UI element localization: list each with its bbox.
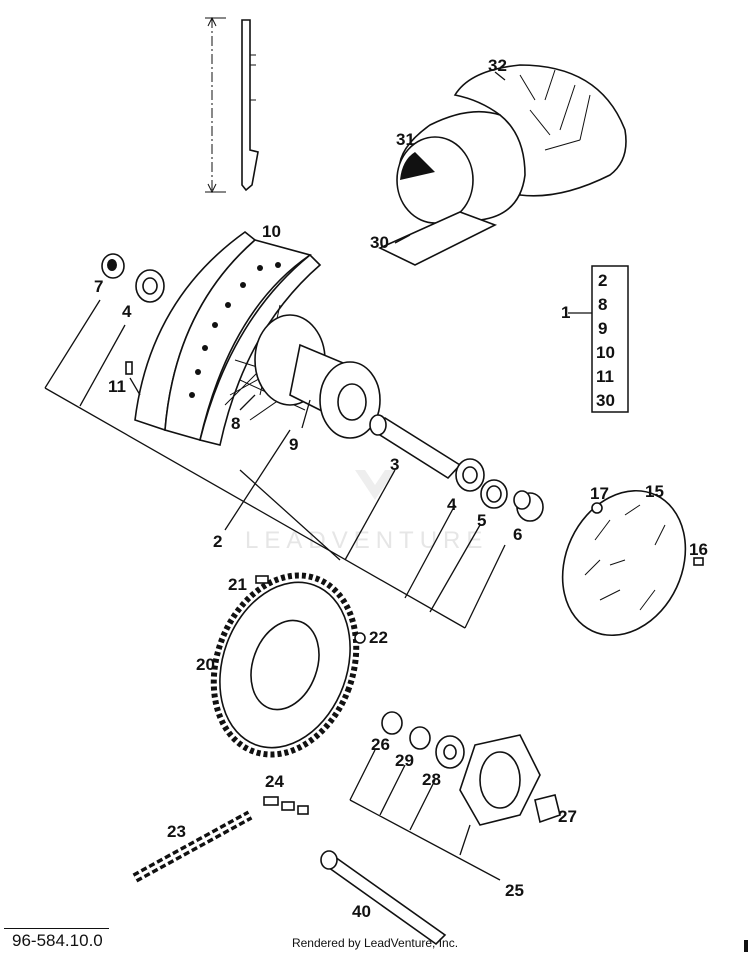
bolt-part-21 xyxy=(255,575,269,584)
callout-6: 6 xyxy=(513,525,522,544)
callout-25: 25 xyxy=(505,881,524,900)
chain-part-23 xyxy=(132,810,253,883)
damper-part-27 xyxy=(534,794,561,824)
spacer-part-26 xyxy=(381,711,403,735)
callout-17: 17 xyxy=(590,484,609,503)
callout-3: 3 xyxy=(390,455,399,474)
leader-lines xyxy=(44,71,506,881)
kit-item: 11 xyxy=(596,367,614,386)
callout-10: 10 xyxy=(262,222,281,241)
callout-5: 5 xyxy=(477,511,486,530)
callout-28: 28 xyxy=(422,770,441,789)
callout-4-right: 4 xyxy=(447,495,457,514)
screw-part-16 xyxy=(693,557,704,566)
footer-credit: Rendered by LeadVenture, Inc. xyxy=(291,936,459,950)
callout-8: 8 xyxy=(231,414,240,433)
kit-item: 8 xyxy=(598,295,607,314)
callout-9: 9 xyxy=(289,435,298,454)
callout-31: 31 xyxy=(396,130,415,149)
bearing-part-28 xyxy=(435,735,465,769)
callout-15: 15 xyxy=(645,482,664,501)
bearing-part-4-right xyxy=(455,458,485,492)
callout-7: 7 xyxy=(94,277,103,296)
leadventure-watermark: LEADVENTURE xyxy=(245,470,488,554)
callout-2: 2 xyxy=(213,532,222,551)
axle-part-40 xyxy=(320,850,447,946)
callout-26: 26 xyxy=(371,735,390,754)
sprocket-carrier xyxy=(459,734,541,826)
tube-part-31 xyxy=(396,110,526,224)
wheel-kit-box: 2 8 9 10 11 30 xyxy=(568,265,629,413)
kit-item: 2 xyxy=(598,271,607,290)
callout-11: 11 xyxy=(108,377,126,396)
drawing-number: 96-584.10.0 xyxy=(4,928,109,951)
nut-part-17 xyxy=(591,502,603,514)
callout-4-left: 4 xyxy=(122,302,132,321)
callout-27: 27 xyxy=(558,807,577,826)
chain-link-part-24 xyxy=(263,796,309,815)
callout-40: 40 xyxy=(352,902,371,921)
callout-29: 29 xyxy=(395,751,414,770)
spacer-part-7 xyxy=(101,253,125,279)
callout-21: 21 xyxy=(228,575,247,594)
spacer-part-6 xyxy=(513,490,544,522)
spacer-tube-part-3 xyxy=(369,414,462,480)
callout-24: 24 xyxy=(265,772,284,791)
ring-part-29 xyxy=(409,726,431,750)
callout-23: 23 xyxy=(167,822,186,841)
callout-1: 1 xyxy=(561,303,570,322)
kit-item: 9 xyxy=(598,319,607,338)
brake-disc-part-15 xyxy=(561,489,687,637)
bearing-part-4-left xyxy=(135,269,165,303)
rim-band-part-30 xyxy=(378,211,498,266)
sprocket-part-20 xyxy=(210,572,360,758)
callout-32: 32 xyxy=(488,56,507,75)
callout-labels: 1 2 3 4 4 5 6 7 8 9 10 11 15 16 17 20 21… xyxy=(94,56,708,921)
callout-30: 30 xyxy=(370,233,389,252)
callout-16: 16 xyxy=(689,540,708,559)
seal-part-5 xyxy=(480,479,508,509)
callout-20: 20 xyxy=(196,655,215,674)
watermark-text: LEADVENTURE xyxy=(245,527,488,554)
valve-bolt-part-11 xyxy=(125,361,133,375)
rim-profile-view xyxy=(205,16,259,194)
edge-mark xyxy=(744,940,748,952)
nut-part-22 xyxy=(354,632,366,644)
callout-22: 22 xyxy=(369,628,388,647)
rear-wheel-assembly xyxy=(134,230,381,446)
kit-item: 10 xyxy=(596,343,615,362)
kit-item: 30 xyxy=(596,391,615,410)
